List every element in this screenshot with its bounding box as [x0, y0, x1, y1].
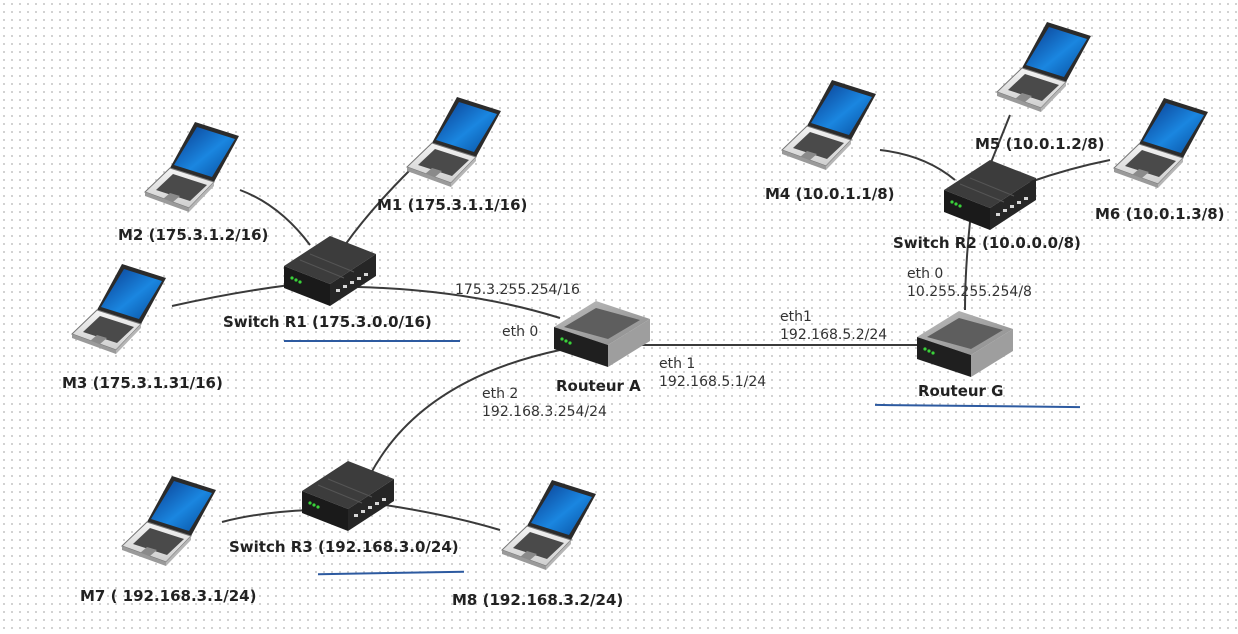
routera-eth2-ip: 192.168.3.254/24 [482, 404, 607, 420]
cable-r2-routerg [964, 221, 971, 311]
routerg-eth0-ip: 10.255.255.254/8 [907, 284, 1032, 300]
cable-m1-r1 [344, 169, 411, 246]
machine-label-m5: M5 (10.0.1.2/8) [975, 135, 1105, 153]
cable-r1-routera [357, 286, 561, 319]
machine-label-m7: M7 ( 192.168.3.1/24) [80, 587, 257, 605]
cables [171, 114, 1111, 531]
m6-laptop-icon [1113, 97, 1209, 189]
m1-laptop-icon [406, 96, 502, 188]
router-g-icon [917, 311, 1013, 377]
cable-m4-r2 [879, 149, 956, 181]
machine-label-m3: M3 (175.3.1.31/16) [62, 374, 223, 392]
routera-eth2-label: eth 2 192.168.3.254/24 [482, 385, 607, 421]
switch-label-r3: Switch R3 (192.168.3.0/24) [229, 538, 459, 556]
routerg-eth1-ip: 192.168.5.2/24 [780, 327, 888, 343]
switch-label-r2: Switch R2 (10.0.0.0/8) [893, 234, 1081, 252]
cable-r3-m8 [384, 504, 501, 531]
m2-laptop-icon [144, 121, 240, 213]
router-label-g: Routeur G [918, 382, 1004, 400]
cable-m3-r1 [171, 284, 291, 307]
machine-label-m4: M4 (10.0.1.1/8) [765, 185, 895, 203]
switch-r1-underline [284, 340, 460, 342]
routera-eth0-ip: 175.3.255.254/16 [455, 282, 580, 298]
machine-label-m2: M2 (175.3.1.2/16) [118, 226, 269, 244]
routerg-eth1-name: eth1 [780, 309, 812, 325]
cable-m6-r2 [1029, 159, 1111, 183]
cable-r3-m7 [221, 509, 311, 523]
switch-r3-icon [301, 460, 395, 532]
routera-eth1-ip: 192.168.5.1/24 [659, 374, 767, 390]
m8-laptop-icon [501, 479, 597, 571]
routera-eth0-name: eth 0 [502, 324, 539, 340]
m7-laptop-icon [121, 475, 217, 567]
router-label-a: Routeur A [556, 377, 641, 395]
m5-laptop-icon [996, 21, 1092, 113]
routerg-eth1-label: eth1 192.168.5.2/24 [780, 308, 887, 344]
routera-eth1-label: eth 1 192.168.5.1/24 [659, 355, 766, 391]
switch-label-r1: Switch R1 (175.3.0.0/16) [223, 313, 432, 331]
switch-r1-icon [283, 235, 377, 307]
switch-r2-icon [943, 159, 1037, 231]
cable-m2-r1 [239, 189, 311, 246]
cable-routera-r3 [369, 349, 561, 476]
router-a-icon [554, 301, 650, 367]
m3-laptop-icon [71, 263, 167, 355]
machine-label-m1: M1 (175.3.1.1/16) [377, 196, 528, 214]
routera-eth1-name: eth 1 [659, 356, 696, 372]
machine-label-m6: M6 (10.0.1.3/8) [1095, 205, 1225, 223]
routerg-eth0-label: eth 0 10.255.255.254/8 [907, 265, 1032, 301]
m4-laptop-icon [781, 79, 877, 171]
routerg-eth0-name: eth 0 [907, 266, 944, 282]
routera-eth2-name: eth 2 [482, 386, 519, 402]
machine-label-m8: M8 (192.168.3.2/24) [452, 591, 624, 609]
